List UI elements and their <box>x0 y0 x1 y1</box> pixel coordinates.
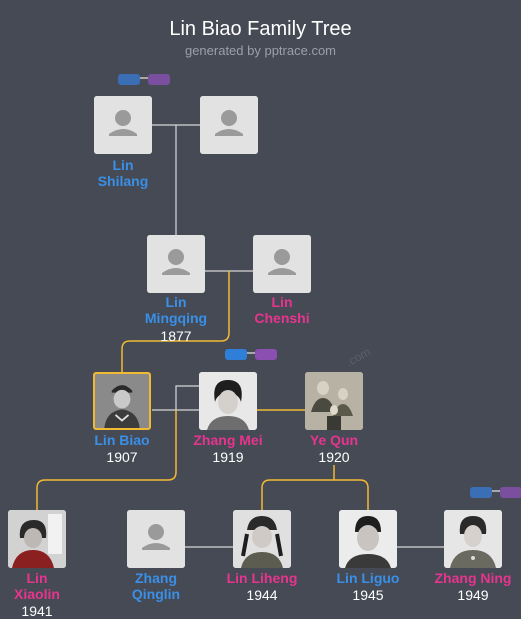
person-card-lin-liheng[interactable] <box>233 510 291 568</box>
avatar-placeholder-icon <box>253 235 311 293</box>
name-line: Lin <box>165 294 187 310</box>
person-card-zhang-qinglin[interactable] <box>127 510 185 568</box>
name-line: Chenshi <box>254 310 310 326</box>
person-year-lin-biao: 1907 <box>106 449 138 465</box>
person-year-zhang-mei: 1919 <box>212 449 244 465</box>
avatar-placeholder-icon <box>147 235 205 293</box>
person-card-lin-xiaolin[interactable] <box>8 510 66 568</box>
portrait-photo <box>305 372 363 430</box>
person-card-zhang-mei[interactable] <box>199 372 257 430</box>
person-card-lin-liguo[interactable] <box>339 510 397 568</box>
person-name-lin-liguo: Lin Liguo <box>336 570 400 586</box>
page-title: Lin Biao Family Tree <box>169 18 352 40</box>
lineage-line-lin-liguo <box>334 479 369 510</box>
portrait-photo <box>339 510 397 568</box>
name-line: Qinglin <box>131 586 181 602</box>
person-card-lin-shilang[interactable] <box>94 96 152 154</box>
parents-toggle-icon[interactable] <box>117 72 173 88</box>
person-year-lin-mingqing: 1877 <box>160 328 192 344</box>
parents-toggle-icon[interactable] <box>469 485 521 501</box>
name-line: Mingqing <box>144 310 208 326</box>
person-card-lin-mingqing[interactable] <box>147 235 205 293</box>
person-card-ye-qun[interactable] <box>305 372 363 430</box>
person-name-ye-qun: Ye Qun <box>309 432 359 448</box>
person-name-zhang-mei: Zhang Mei <box>193 432 263 448</box>
lineage-line-lin-xiaolin <box>36 410 177 510</box>
avatar-placeholder-icon <box>127 510 185 568</box>
lineage-line-lin-biao <box>121 271 230 373</box>
portrait-photo <box>233 510 291 568</box>
person-name-lin-chenshi: Lin Chenshi <box>227 294 337 326</box>
person-year-lin-xiaolin: 1941 <box>21 603 53 619</box>
person-year-ye-qun: 1920 <box>318 449 350 465</box>
name-line: Lin <box>26 570 48 586</box>
name-line: Shilang <box>97 173 149 189</box>
page-subtitle: generated by pptrace.com <box>184 43 337 58</box>
name-line: Lin <box>112 157 134 173</box>
person-year-lin-liguo: 1945 <box>352 587 384 603</box>
person-card-lin-chenshi[interactable] <box>253 235 311 293</box>
person-name-lin-biao: Lin Biao <box>94 432 150 448</box>
person-year-lin-liheng: 1944 <box>246 587 278 603</box>
person-name-lin-shilang: Lin Shilang <box>68 157 178 189</box>
person-name-lin-liheng: Lin Liheng <box>226 570 298 586</box>
lineage-line-lin-liheng <box>261 479 334 510</box>
person-name-lin-mingqing: Lin Mingqing <box>121 294 231 326</box>
avatar-placeholder-icon <box>94 96 152 154</box>
person-name-zhang-ning: Zhang Ning <box>434 570 512 586</box>
person-card-zhang-ning[interactable] <box>444 510 502 568</box>
portrait-photo <box>8 510 66 568</box>
person-card-lin-biao[interactable] <box>93 372 151 430</box>
person-card-lin-shilang-spouse[interactable] <box>200 96 258 154</box>
name-line: Xiaolin <box>14 586 60 602</box>
name-line: Lin <box>271 294 293 310</box>
person-name-lin-xiaolin: Lin Xiaolin <box>0 570 92 602</box>
avatar-placeholder-icon <box>200 96 258 154</box>
person-year-zhang-ning: 1949 <box>457 587 489 603</box>
person-name-zhang-qinglin: Zhang Qinglin <box>101 570 211 602</box>
parents-toggle-icon[interactable] <box>224 347 280 363</box>
name-line: Zhang <box>135 570 177 586</box>
portrait-photo <box>95 374 149 428</box>
portrait-photo <box>444 510 502 568</box>
portrait-photo <box>199 372 257 430</box>
